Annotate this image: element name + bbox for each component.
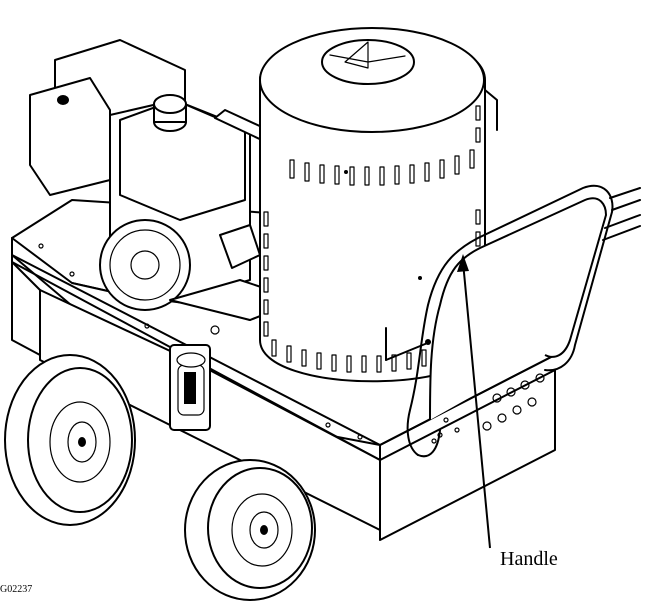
fuel-filter	[169, 344, 211, 431]
wheel-left	[4, 354, 136, 526]
vent-slots-top	[289, 149, 475, 186]
figure-code: G02237	[0, 584, 33, 595]
handle	[406, 184, 641, 458]
handle-label: Handle	[500, 548, 558, 570]
wheel-right	[184, 459, 316, 601]
handle-leader	[457, 254, 491, 549]
